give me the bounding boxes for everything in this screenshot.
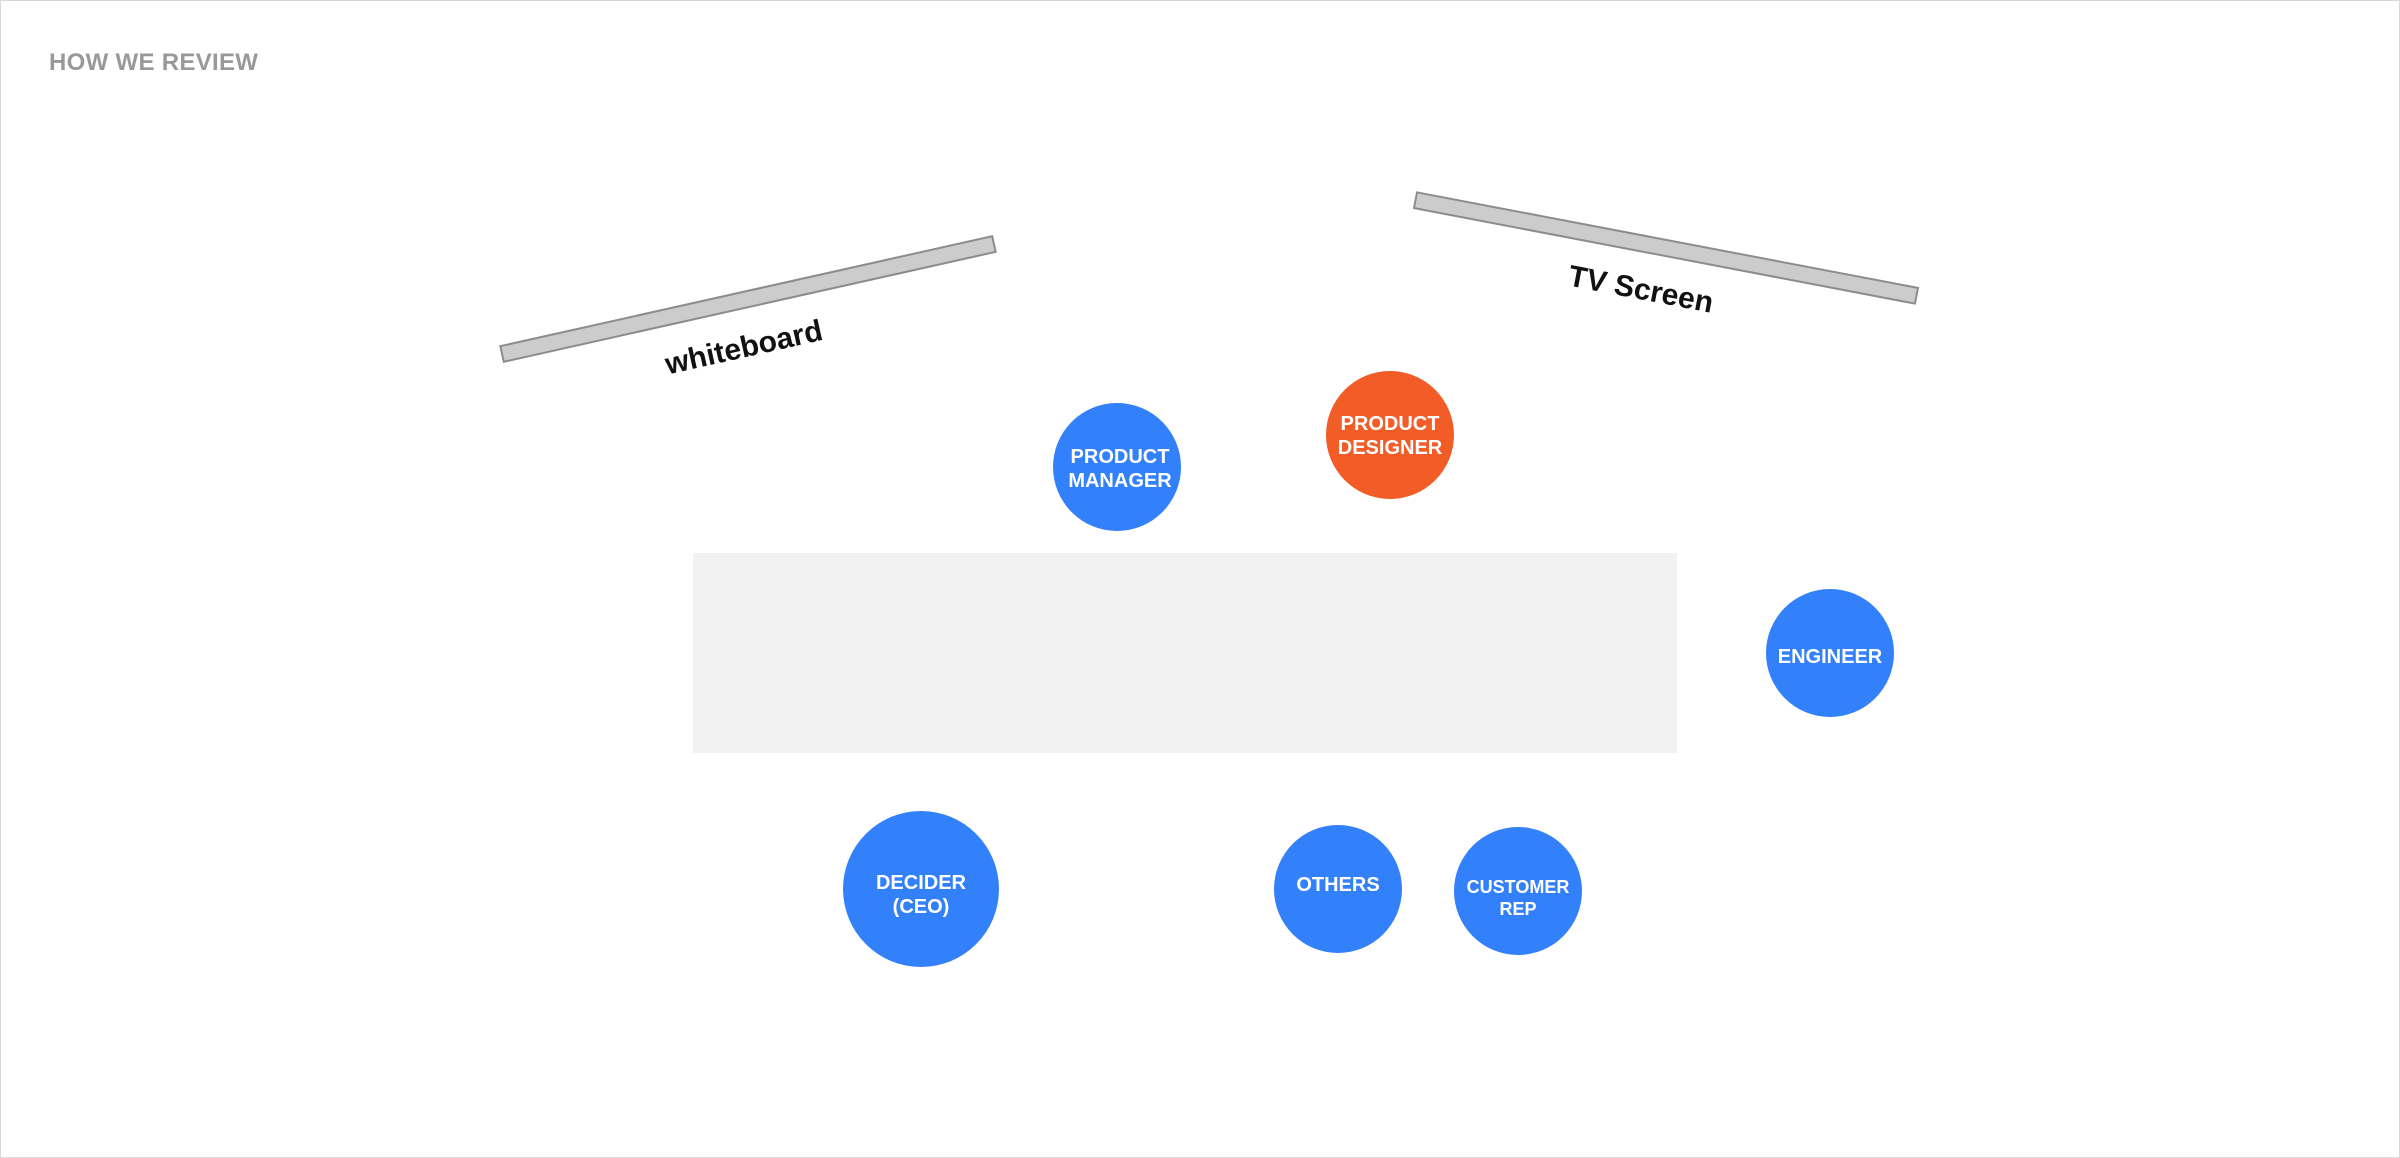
seat-label-line-2: (CEO) xyxy=(893,896,950,918)
whiteboard xyxy=(499,235,997,363)
seat-label-line-2: MANAGER xyxy=(1068,470,1172,492)
seat-circle xyxy=(1326,371,1454,499)
tv-screen xyxy=(1412,191,1920,305)
seat-label-line-1: PRODUCT xyxy=(1071,446,1170,468)
seat-others: OTHERS xyxy=(1274,825,1402,953)
seat-product-manager: PRODUCT MANAGER xyxy=(1053,403,1181,531)
seat-circle xyxy=(1454,827,1582,955)
seat-circle xyxy=(1274,825,1402,953)
seat-label-line-1: CUSTOMER xyxy=(1467,877,1570,897)
seat-label-line-2: REP xyxy=(1499,899,1536,919)
seat-label-line-2: DESIGNER xyxy=(1338,437,1443,459)
seat-circle xyxy=(1766,589,1894,717)
seat-label-line-1: OTHERS xyxy=(1296,874,1379,896)
seat-decider: DECIDER (CEO) xyxy=(843,811,999,967)
seat-label-line-1: PRODUCT xyxy=(1341,413,1440,435)
page-title: HOW WE REVIEW xyxy=(49,49,259,76)
seat-label-line-1: ENGINEER xyxy=(1778,646,1883,668)
seat-engineer: ENGINEER xyxy=(1766,589,1894,717)
tv-screen-label: TV Screen xyxy=(1566,260,1716,320)
seat-product-designer: PRODUCT DESIGNER xyxy=(1326,371,1454,499)
seat-circle xyxy=(1053,403,1181,531)
meeting-table xyxy=(693,553,1677,753)
seat-circle xyxy=(843,811,999,967)
whiteboard-bar xyxy=(499,235,997,363)
whiteboard-label: whiteboard xyxy=(661,314,825,381)
tv-screen-bar xyxy=(1412,191,1920,305)
seat-customer-rep: CUSTOMER REP xyxy=(1454,827,1582,955)
seat-label-line-1: DECIDER xyxy=(876,872,967,894)
